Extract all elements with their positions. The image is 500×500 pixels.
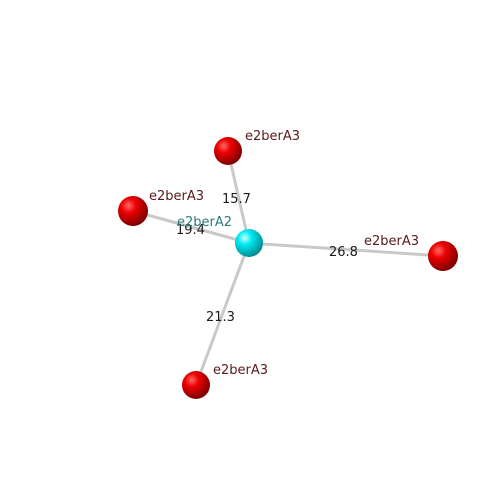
distance-label: 19.4 xyxy=(176,223,205,238)
bonds xyxy=(132,150,444,386)
center-atom-label: e2berA2 xyxy=(177,215,232,230)
distance-label: 21.3 xyxy=(206,310,235,325)
distance-label: 26.8 xyxy=(329,245,358,260)
bond-line xyxy=(248,241,444,258)
neighbor-atom xyxy=(182,371,210,399)
neighbor-atom-label: e2berA3 xyxy=(149,189,204,204)
bond-line xyxy=(226,150,251,244)
neighbor-atom-label: e2berA3 xyxy=(364,234,419,249)
neighbor-atom-label: e2berA3 xyxy=(213,363,268,378)
neighbor-atom-label: e2berA3 xyxy=(245,129,300,144)
neighbor-atom xyxy=(428,241,458,271)
neighbor-atom xyxy=(118,196,148,226)
center-atom xyxy=(235,229,263,257)
neighbor-atom xyxy=(214,137,242,165)
bond-line xyxy=(194,242,251,386)
distance-label: 15.7 xyxy=(222,192,251,207)
bond-line xyxy=(132,209,250,245)
